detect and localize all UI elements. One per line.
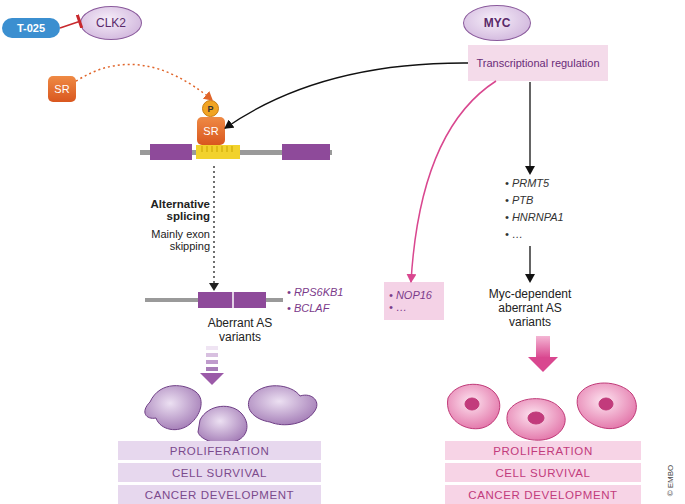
gene-name: • PTB <box>505 194 595 206</box>
result-label: Aberrant AS variants <box>200 316 280 344</box>
sr-protein: SR <box>48 76 76 102</box>
node-text: PROLIFERATION <box>493 445 593 457</box>
phosphate-circle: P <box>202 100 219 117</box>
gene-name: • PRMT5 <box>505 177 595 189</box>
node-text: • … <box>389 301 407 313</box>
inhibition-line <box>60 21 80 28</box>
gene-name: • … <box>505 228 595 240</box>
outcome-band: PROLIFERATION <box>445 441 641 460</box>
outcome-arrow <box>528 336 558 372</box>
cancer-cells <box>448 383 637 440</box>
drug-pill: T-025 <box>2 18 60 38</box>
outcome-band: PROLIFERATION <box>118 441 321 460</box>
process-label: Alternative splicing <box>130 198 210 222</box>
exon-junction <box>232 292 234 308</box>
node-text: CANCER DEVELOPMENT <box>468 489 617 501</box>
sr-protein: SR <box>197 117 225 145</box>
gene-name: • RPS6KB1 <box>287 286 367 298</box>
node-text: T-025 <box>17 22 45 34</box>
binding-ticks <box>202 146 232 152</box>
outcome-band: CANCER DEVELOPMENT <box>118 485 321 504</box>
node-text: Transcriptional regulation <box>476 57 599 69</box>
exon <box>150 144 192 160</box>
kinase-ellipse: CLK2 <box>80 6 142 40</box>
spliced-exon <box>198 292 266 308</box>
arrow-head <box>525 274 535 283</box>
binding-site <box>196 145 240 159</box>
regulation-arrow <box>411 81 496 282</box>
arrow-head <box>209 283 219 291</box>
node-text: PROLIFERATION <box>170 445 270 457</box>
node-text: • NOP16 <box>389 289 432 301</box>
node-text: SR <box>54 83 69 95</box>
gene-name: • HNRNPA1 <box>505 211 595 223</box>
gene-name: • BCLAF <box>287 302 367 314</box>
process-note: Mainly exon skipping <box>120 228 210 252</box>
outcome-band: CELL SURVIVAL <box>445 463 641 482</box>
outcome-arrow <box>200 346 224 385</box>
splicing-arrow <box>213 166 214 284</box>
node-text: CELL SURVIVAL <box>172 467 267 479</box>
phosphorylation-arrow <box>76 64 212 100</box>
myc-ellipse: MYC <box>463 5 531 41</box>
process-box: Transcriptional regulation <box>468 45 608 81</box>
node-text: SR <box>203 125 218 137</box>
outcome-band: CELL SURVIVAL <box>118 463 321 482</box>
node-text: P <box>207 104 213 114</box>
exon <box>282 144 330 160</box>
node-text: CLK2 <box>96 16 126 30</box>
cancer-cells <box>145 386 317 444</box>
result-label: Myc-dependent aberrant AS variants <box>484 287 576 329</box>
arrow-head <box>525 166 535 175</box>
outcome-band: CANCER DEVELOPMENT <box>445 485 641 504</box>
node-text: MYC <box>484 16 511 30</box>
gene-box: • NOP16• … <box>384 282 444 320</box>
copyright: © EMBO <box>666 451 675 504</box>
node-text: CANCER DEVELOPMENT <box>145 489 294 501</box>
node-text: CELL SURVIVAL <box>495 467 590 479</box>
arrow-line <box>529 246 530 276</box>
arrow-line <box>529 82 530 168</box>
regulation-arrow <box>225 63 468 128</box>
